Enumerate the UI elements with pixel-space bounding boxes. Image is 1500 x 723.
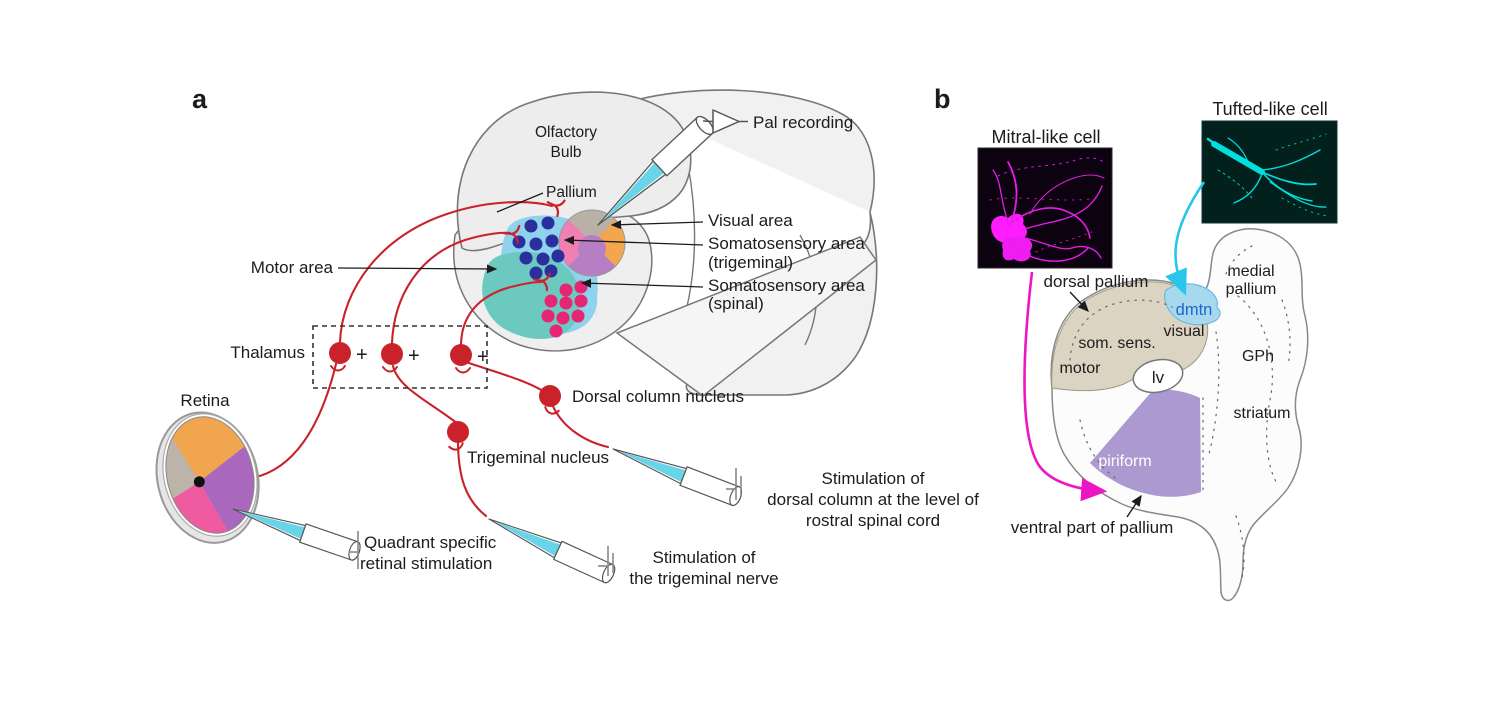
dorsal-column-stim-label: Stimulation of [822,469,925,488]
dorsal-pallium-label: dorsal pallium [1044,272,1149,291]
somatosensory-spinal-label: Somatosensory area [708,276,865,295]
trigeminal-stim-label: the trigeminal nerve [629,569,778,588]
dorsal-column-stim-label: rostral spinal cord [806,511,940,530]
retina-center-dot [193,476,205,488]
medial-pallium-label: pallium [1226,281,1277,298]
path-thalamus-to-dcn [464,360,545,393]
path-trigeminal-to-thalamus [391,364,460,426]
brain-outline-drawing [453,89,878,397]
plus-sign: + [477,346,489,368]
visual-area-label: Visual area [708,211,793,230]
cut-plane-slab [615,236,878,397]
visual-rosette [558,209,626,277]
path-thalamus-to-sst [390,231,512,345]
quadrant-stim-label: Quadrant specific [364,533,497,552]
tufted-cell-image [1201,120,1338,224]
gph-label: GPh [1242,348,1274,365]
mitral-cell-image [977,147,1113,269]
mitral-projection-arrow [1023,271,1108,502]
dmtn-label: dmtn [1176,301,1213,319]
somatosensory-trigeminal-label: (trigeminal) [708,253,793,272]
dorsal-column-nucleus-dot [539,385,561,407]
retina-label: Retina [180,391,230,410]
dorsal-column-stim-label: dorsal column at the level of [767,490,979,509]
plus-sign: + [356,344,368,366]
dorsal-pallium-arrow [1069,291,1089,313]
thalamus-label: Thalamus [230,343,305,362]
tufted-projection-arrow [1165,181,1206,296]
somatosensory-trigeminal-label: Somatosensory area [708,234,865,253]
tufted-cell-title: Tufted-like cell [1212,99,1327,119]
somatosensory-spinal-label: (spinal) [708,294,764,313]
dotted-contours [1069,245,1291,579]
pallium-label: Pallium [546,184,597,201]
panel-a: a [154,84,979,588]
path-thalamus-to-sss [459,280,543,346]
thalamus-box [312,325,488,389]
quadrant-stim-label: retinal stimulation [360,554,492,573]
path-retina-to-thalamus [250,362,338,480]
trigeminal-nucleus-dot [447,421,469,443]
piriform-label: piriform [1098,453,1151,470]
trigeminal-nucleus-label: Trigeminal nucleus [467,448,609,467]
visual-label: visual [1164,323,1205,340]
motor-label: motor [1060,360,1102,377]
panel-a-letter: a [192,84,208,114]
thalamus-relays: + + + [329,342,489,374]
medial-pallium-label: medial [1227,263,1274,280]
motor-area-label: Motor area [251,258,334,277]
ventral-pallium-arrow [1126,494,1142,518]
electrode-ticks [349,468,742,576]
pal-recording-label: Pal recording [753,113,853,132]
panel-b-letter: b [934,84,951,114]
lateral-ventricle [1132,358,1184,394]
amplifier-symbol [702,109,748,134]
path-trigeminal-to-electrode [456,438,488,518]
striatum-label: striatum [1234,405,1291,422]
mitral-cell-title: Mitral-like cell [991,127,1100,147]
red-pathways [250,201,610,518]
lv-label: lv [1152,368,1165,387]
retina-drawing [154,407,266,544]
spinal-dots [541,280,588,338]
trigeminal-stim-label: Stimulation of [653,548,756,567]
pallium-section-drawing [1050,228,1309,602]
som-sens-label: som. sens. [1078,335,1155,352]
plus-sign: + [408,345,420,367]
path-thalamus-to-visual [338,201,554,344]
panel-b: b [934,84,1338,602]
ventral-pallium-label: ventral part of pallium [1011,518,1174,537]
dorsal-column-stim-pipette [608,439,745,508]
olfactory-bulb-label: Olfactory [535,124,597,141]
path-dcn-to-electrode [550,402,610,449]
olfactory-bulb-label: Bulb [550,144,581,161]
piriform-region [1090,389,1201,497]
trigeminal-stim-pipette [484,509,618,586]
trigeminal-dots [512,216,565,280]
label-lines [337,192,704,288]
dorsal-column-nucleus-label: Dorsal column nucleus [572,387,744,406]
